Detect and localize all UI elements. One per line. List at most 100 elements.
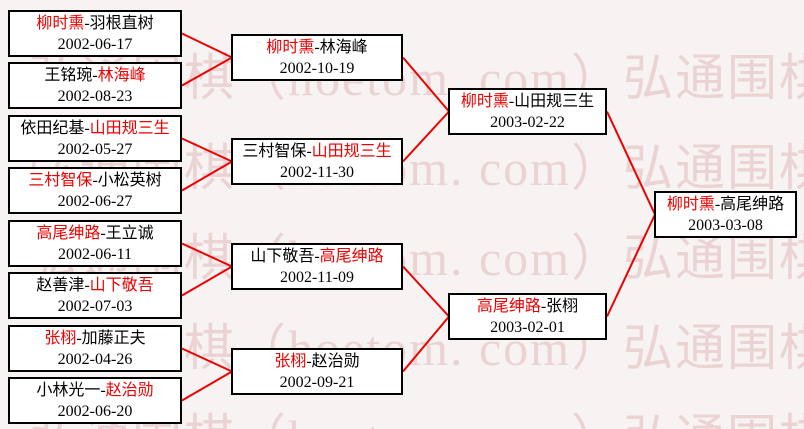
match-box-r3-m2: 高尾绅路-张栩 2003-02-01 — [448, 293, 607, 340]
player-name: 柳时熏 — [666, 195, 715, 213]
match-players: 张栩-加藤正夫 — [44, 328, 145, 349]
player-separator: - — [306, 142, 312, 160]
match-players: 赵善津-山下敬吾 — [36, 275, 153, 296]
match-players: 依田纪基-山田规三生 — [20, 118, 169, 139]
match-date: 2002-06-17 — [57, 35, 133, 53]
match-players: 王铭琬-林海峰 — [44, 65, 145, 86]
match-box-r2-m2: 三村智保-山田规三生 2002-11-30 — [231, 138, 403, 185]
player-name: 张栩 — [44, 329, 77, 347]
player-separator: - — [84, 119, 90, 137]
match-date: 2002-08-23 — [57, 87, 133, 105]
match-players: 小林光一-赵治勋 — [36, 380, 153, 401]
player-separator: - — [100, 381, 106, 399]
player-separator: - — [100, 224, 106, 242]
player-name: 柳时熏 — [460, 92, 509, 110]
player-name: 张栩 — [274, 352, 307, 370]
player-name: 赵善津 — [36, 276, 85, 294]
player-name: 高尾绅路 — [720, 195, 785, 213]
match-players: 张栩-赵治勋 — [274, 351, 359, 372]
bracket-connector — [402, 315, 450, 373]
match-date: 2002-11-30 — [279, 163, 355, 181]
match-date: 2002-10-19 — [279, 59, 355, 77]
match-date: 2003-02-22 — [490, 113, 565, 131]
bracket-connector — [402, 56, 450, 113]
match-date: 2002-09-21 — [279, 373, 355, 391]
player-separator: - — [714, 195, 721, 213]
player-name: 山田规三生 — [514, 92, 595, 110]
player-name: 山下敬吾 — [89, 276, 154, 294]
match-players: 柳时熏-高尾绅路 — [667, 194, 784, 215]
player-name: 赵治勋 — [311, 352, 360, 370]
player-name: 高尾绅路 — [476, 297, 541, 315]
player-name: 王立诚 — [105, 224, 154, 242]
match-date: 2002-05-27 — [57, 140, 133, 158]
player-separator: - — [84, 276, 90, 294]
player-name: 山下敬吾 — [250, 247, 315, 265]
player-separator: - — [314, 38, 320, 56]
bracket-connector — [606, 111, 656, 215]
bracket-connector — [402, 265, 450, 318]
bracket-connector — [606, 214, 656, 317]
match-date: 2002-06-20 — [57, 402, 133, 420]
player-name: 柳时熏 — [36, 14, 85, 32]
player-name: 山田规三生 — [89, 119, 170, 137]
player-name: 王铭琬 — [44, 66, 93, 84]
match-date: 2002-11-09 — [279, 268, 355, 286]
bracket-connector — [181, 242, 233, 268]
match-players: 高尾绅路-王立诚 — [36, 223, 153, 244]
match-date: 2002-06-11 — [57, 245, 133, 263]
match-players: 柳时熏-林海峰 — [266, 37, 367, 58]
player-separator: - — [306, 352, 312, 370]
player-separator: - — [314, 247, 320, 265]
player-separator: - — [92, 171, 98, 189]
match-date: 2002-04-26 — [57, 350, 133, 368]
watermark-text: 弘通围棋（hoetom. com）弘通围棋（hoetom. com） — [28, 398, 804, 429]
player-name: 羽根直树 — [89, 14, 154, 32]
match-box-r2-m3: 山下敬吾-高尾绅路 2002-11-09 — [231, 243, 403, 290]
player-separator: - — [84, 14, 90, 32]
player-name: 三村智保 — [28, 171, 93, 189]
player-separator: - — [92, 66, 98, 84]
player-name: 赵治勋 — [105, 381, 154, 399]
bracket-connector — [181, 160, 233, 192]
match-date: 2002-07-03 — [57, 297, 133, 315]
bracket-connector — [181, 265, 233, 297]
match-date: 2002-06-27 — [57, 192, 133, 210]
bracket-connector — [181, 32, 233, 59]
player-name: 小松英树 — [97, 171, 162, 189]
player-separator: - — [540, 297, 547, 315]
bracket-connector — [181, 137, 233, 163]
player-name: 柳时熏 — [266, 38, 315, 56]
player-separator: - — [508, 92, 515, 110]
match-date: 2003-03-08 — [688, 216, 763, 234]
player-name: 张栩 — [546, 297, 579, 315]
player-name: 高尾绅路 — [319, 247, 384, 265]
bracket-connector — [181, 347, 233, 373]
player-name: 林海峰 — [97, 66, 146, 84]
match-date: 2003-02-01 — [490, 318, 565, 336]
match-players: 柳时熏-山田规三生 — [461, 91, 594, 112]
player-name: 加藤正夫 — [81, 329, 146, 347]
match-players: 三村智保-小松英树 — [28, 170, 161, 191]
bracket-connector — [181, 370, 233, 402]
player-name: 山田规三生 — [311, 142, 392, 160]
match-players: 柳时熏-羽根直树 — [36, 13, 153, 34]
player-name: 三村智保 — [242, 142, 307, 160]
player-name: 小林光一 — [36, 381, 101, 399]
player-name: 林海峰 — [319, 38, 368, 56]
player-name: 高尾绅路 — [36, 224, 101, 242]
